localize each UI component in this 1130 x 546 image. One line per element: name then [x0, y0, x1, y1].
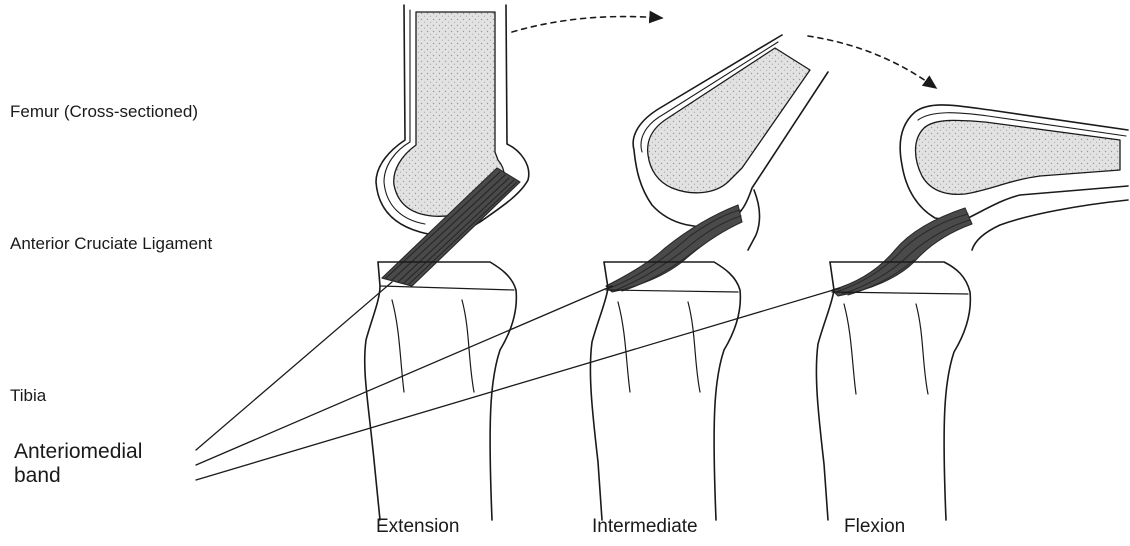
femur-marrow-intermediate [648, 48, 810, 193]
acl-intermediate [606, 205, 742, 292]
am-band-label-line1: Anteriomedial [14, 440, 142, 464]
extension-knee [365, 5, 529, 520]
caption-intermediate: Intermediate [592, 516, 698, 538]
femur-label: Femur (Cross-sectioned) [10, 102, 198, 122]
caption-flexion: Flexion [844, 516, 905, 538]
tibia-intermediate [590, 262, 608, 520]
acl-flexion [832, 208, 972, 296]
flexion-knee [816, 105, 1128, 520]
motion-arrow-2 [808, 36, 936, 88]
femur-marrow-flexion [916, 120, 1121, 194]
am-band-label-line2: band [14, 464, 61, 488]
intermediate-knee [590, 35, 828, 520]
am-band-pointer-lines [196, 282, 840, 480]
motion-arrow-1 [512, 17, 662, 32]
acl-label: Anterior Cruciate Ligament [10, 234, 212, 254]
tibia-flexion [816, 262, 834, 520]
tibia-label: Tibia [10, 386, 46, 406]
caption-extension: Extension [376, 516, 459, 538]
